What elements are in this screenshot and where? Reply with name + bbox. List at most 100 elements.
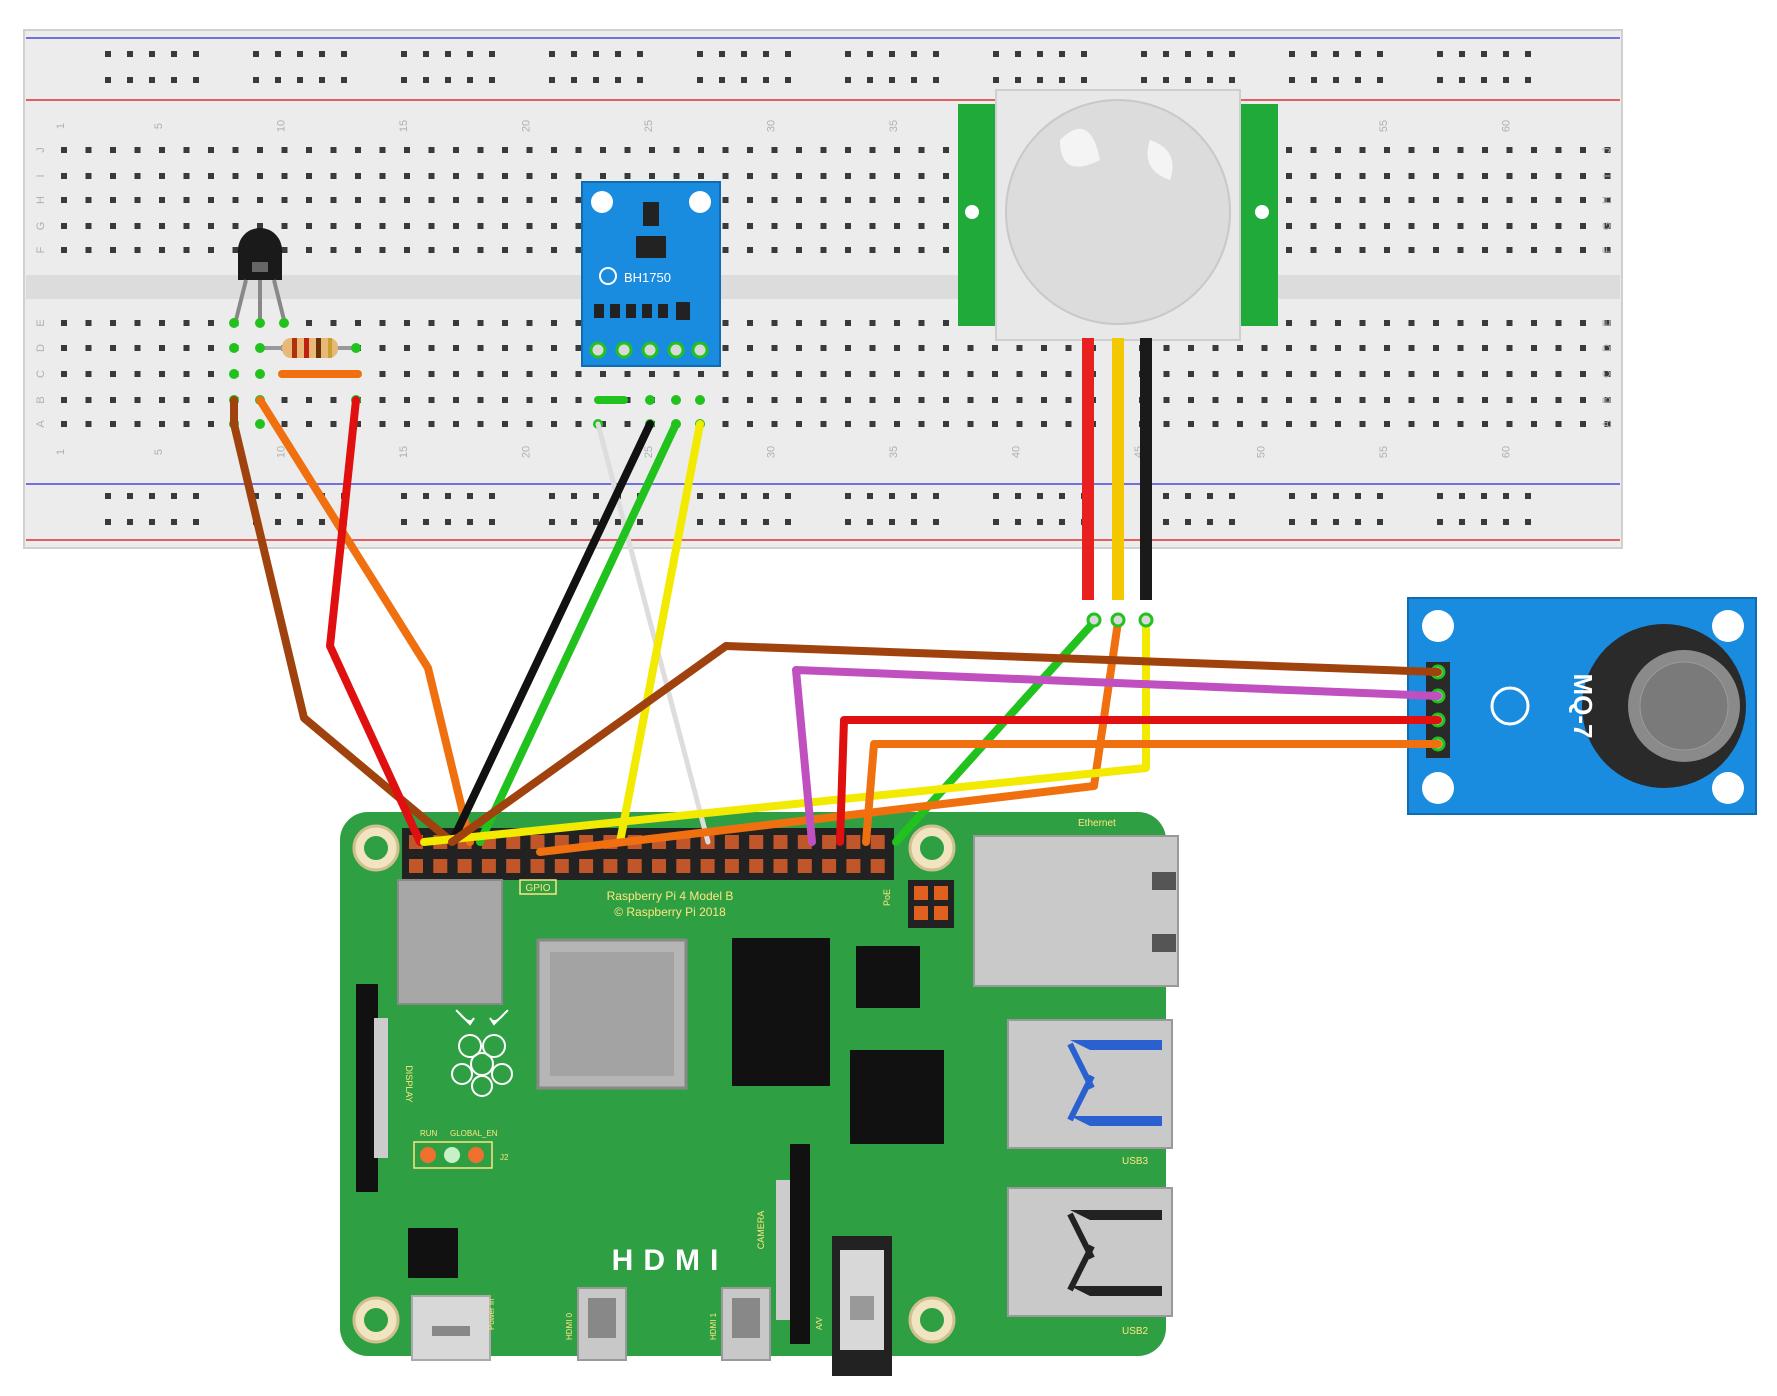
column-number-label: 35	[888, 446, 900, 458]
camera-label: CAMERA	[756, 1211, 766, 1250]
row-letter-label: F	[35, 246, 47, 253]
run-label: RUN	[420, 1129, 438, 1138]
ethernet-label: Ethernet	[1078, 818, 1116, 829]
column-number-label: 10	[276, 446, 288, 458]
hdmi-label: HDMI	[612, 1244, 729, 1277]
gpio-pin	[870, 859, 885, 873]
gpio-pin	[822, 859, 837, 873]
breadboard-holes	[61, 51, 1611, 525]
row-letter-label: G	[1601, 222, 1613, 231]
column-number-label: 50	[1256, 446, 1268, 458]
gpio-pin	[773, 835, 788, 849]
resistor	[260, 338, 360, 358]
wire-brown	[230, 396, 456, 846]
column-number-label: 10	[276, 120, 288, 132]
gpio-pin	[797, 859, 812, 873]
gpio-pin	[603, 859, 618, 873]
wires	[230, 396, 1442, 856]
board-title: Raspberry Pi 4 Model B	[607, 889, 734, 903]
led-icon	[444, 1147, 460, 1163]
column-number-label: 1	[55, 449, 67, 455]
gpio-pin	[530, 859, 545, 873]
wire-yellow	[616, 420, 704, 846]
column-number-label: 40	[1011, 446, 1023, 458]
raspberry-pi-board: GPIO Raspberry Pi 4 Model B © Raspberry …	[340, 812, 1179, 1376]
temperature-sensor	[234, 228, 286, 321]
row-letter-label: I	[35, 174, 47, 177]
gpio-pin	[822, 835, 837, 849]
ethernet-port	[973, 835, 1179, 987]
gpio-pin	[409, 859, 423, 873]
gpio-pin	[627, 859, 642, 873]
row-letter-label: D	[35, 344, 47, 352]
mq7-module: MQ-7	[1407, 597, 1757, 815]
column-number-label: 30	[766, 120, 778, 132]
row-letter-label: J	[1601, 147, 1613, 153]
gpio-pin	[652, 859, 666, 873]
bh1750-module: BH1750	[581, 181, 721, 367]
wire-orange	[256, 396, 474, 846]
gpio-pin	[749, 835, 764, 849]
row-letter-label: C	[35, 370, 47, 378]
row-letter-label: J	[35, 147, 47, 153]
column-number-label: 20	[521, 446, 533, 458]
breadboard: 1155101015152020252530303535404045455050…	[23, 29, 1623, 549]
j2-label: J2	[500, 1153, 509, 1162]
column-number-label: 35	[888, 120, 900, 132]
poe-label: PoE	[882, 889, 892, 906]
gpio-pin	[433, 859, 448, 873]
column-number-label: 5	[153, 123, 165, 129]
wire-end-pins	[1086, 612, 1154, 628]
row-letter-label: B	[1601, 396, 1613, 403]
wire-yellow-pir	[420, 618, 1150, 846]
column-number-label: 30	[766, 446, 778, 458]
gpio-pin	[457, 859, 472, 873]
row-letter-label: H	[35, 196, 47, 204]
column-number-label: 60	[1501, 120, 1513, 132]
wire-green	[476, 420, 680, 846]
usb3-label: USB3	[1122, 1156, 1149, 1167]
led-icon	[420, 1147, 436, 1163]
gpio-pin	[846, 835, 861, 849]
gpio-pin	[506, 835, 521, 849]
column-number-label: 55	[1378, 446, 1390, 458]
wire-orange-pir	[536, 618, 1122, 856]
gpio-label: GPIO	[525, 883, 550, 894]
row-letter-label: E	[1601, 319, 1613, 326]
av-label: A/V	[815, 1316, 824, 1330]
gpio-pin	[773, 859, 788, 873]
gpio-pin	[724, 835, 739, 849]
gpio-pin	[724, 859, 739, 873]
row-letter-label: E	[35, 319, 47, 326]
column-number-label: 5	[153, 449, 165, 455]
gpio-pin	[481, 859, 496, 873]
wire-purple-mq7	[792, 666, 1442, 846]
row-letter-label: H	[1601, 196, 1613, 204]
mq7-label: MQ-7	[1568, 674, 1598, 739]
column-number-label: 15	[398, 120, 410, 132]
pir-motion-sensor	[958, 89, 1278, 600]
gpio-pin	[870, 835, 885, 849]
display-label: DISPLAY	[404, 1065, 414, 1102]
column-number-label: 15	[398, 446, 410, 458]
row-letter-label: G	[35, 222, 47, 231]
gpio-pin	[554, 859, 569, 873]
row-letter-label: A	[35, 420, 47, 428]
row-letter-label: A	[1601, 420, 1613, 428]
board-copyright: © Raspberry Pi 2018	[614, 905, 726, 919]
column-number-label: 1	[55, 123, 67, 129]
hdmi1-label: HDMI 1	[709, 1312, 718, 1340]
wire-brown-mq7	[448, 642, 1442, 846]
column-number-label: 55	[1378, 120, 1390, 132]
row-letter-label: C	[1601, 370, 1613, 378]
wire-red-mq7	[836, 716, 1442, 846]
raspberry-logo-icon	[451, 1009, 513, 1097]
bh1750-label: BH1750	[624, 270, 671, 285]
row-letter-label: F	[1601, 246, 1613, 253]
column-number-label: 25	[643, 120, 655, 132]
row-letter-label: I	[1601, 174, 1613, 177]
column-number-label: 25	[643, 446, 655, 458]
column-number-label: 60	[1501, 446, 1513, 458]
gpio-pin	[846, 859, 861, 873]
